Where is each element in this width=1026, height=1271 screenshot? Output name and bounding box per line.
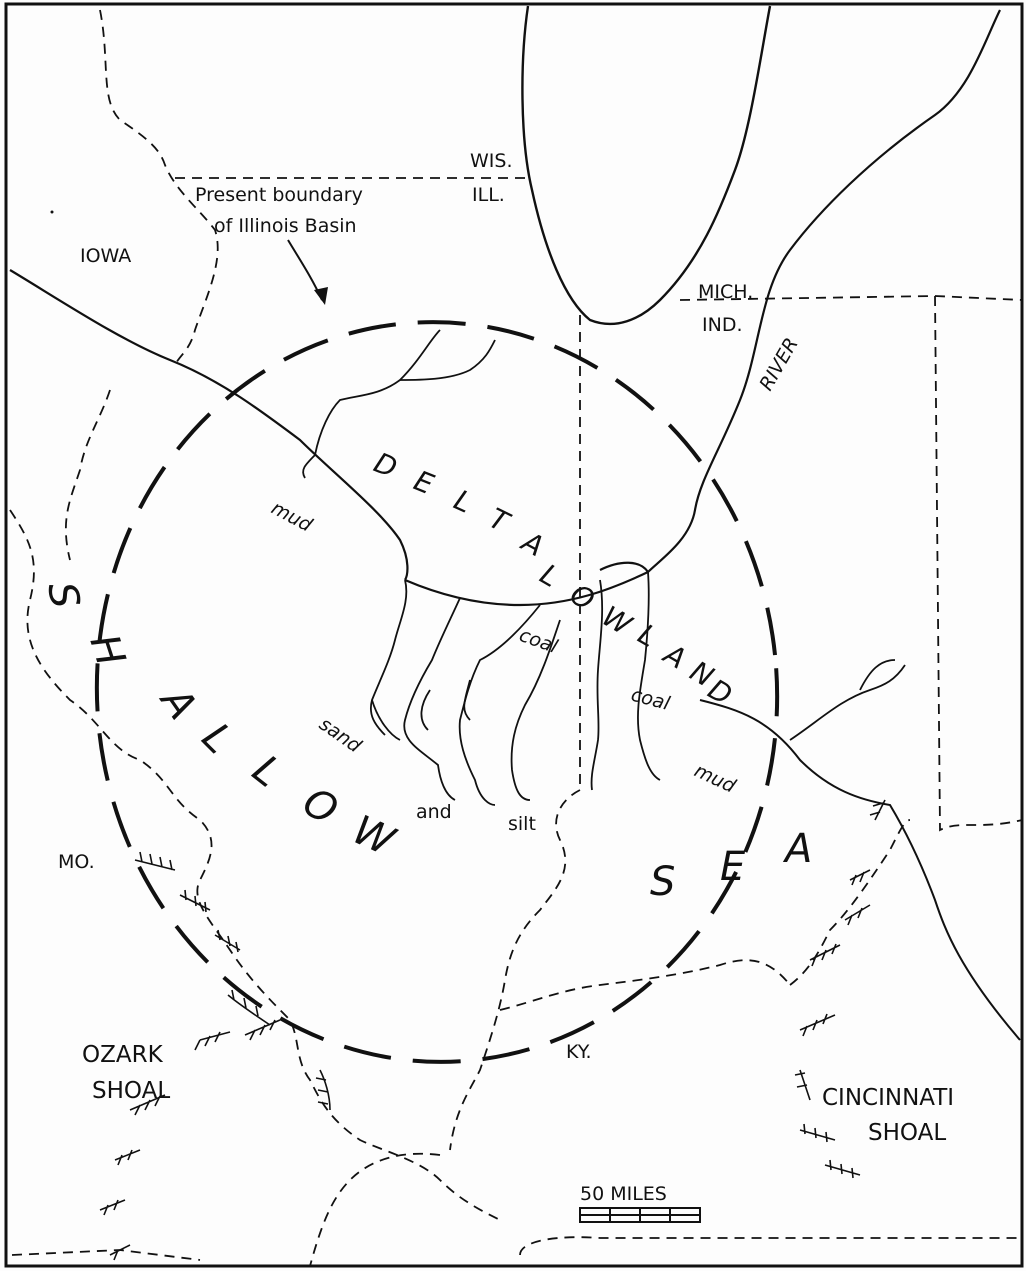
distributary-3 [458,604,541,806]
label-ozark-2: SHOAL [92,1078,170,1104]
map-border [4,2,1024,1268]
delta-letter-l: L [449,483,477,519]
lowland-letter-5: A [657,636,692,675]
sea-letter-e: E [720,844,746,890]
delta-branch-north-3 [302,454,316,479]
delta-letter-a: A [515,524,549,563]
wabash-river [647,9,1001,573]
lowland-letter-4: L [633,617,663,653]
sea-letter-a: A [782,826,812,872]
label-cincinnati-2: SHOAL [868,1120,946,1146]
map-speck [50,210,54,214]
label-ky: KY. [566,1041,592,1063]
label-sand: sand [315,713,366,758]
mississippi-river [9,269,409,581]
basin-label-line2: of Illinois Basin [214,215,357,237]
lowland-letter-1: L [535,557,565,593]
label-mich: MICH. [698,281,753,303]
shallow-letter-6: O [295,779,345,835]
shallow-letter-1: S [38,579,88,612]
label-ill: ILL. [472,184,505,206]
boundary-arrowhead [314,287,328,305]
scale-bar [579,1207,701,1223]
illinois-basin-boundary [94,320,780,1064]
ozark-shoal-hachures [99,851,331,1261]
sea-letter-s: S [650,859,675,905]
delta-branch-north-2 [399,339,496,381]
label-iowa: IOWA [80,245,131,267]
ohio-river [699,699,1021,1041]
shallow-letter-2: H [80,629,133,672]
delta-letter-d: D [369,446,401,485]
cincinnati-shoal-hachures [794,799,886,1179]
distributary-1 [370,579,408,736]
eastern-tributary-2 [859,659,896,691]
label-wis: WIS. [470,150,513,172]
delta-branch-north [314,329,441,456]
label-coal-upper: coal [516,624,561,658]
label-silt: silt [508,813,536,835]
lowland-letter-2: O [565,577,601,617]
delta-lobe-outline [371,679,471,741]
delta-letter-e: E [409,464,438,501]
east-river-bank [599,561,649,573]
lake-michigan-shoreline [521,5,772,326]
distributary-4 [510,619,561,801]
label-and: and [416,801,452,823]
basin-label-line1: Present boundary [195,184,363,206]
label-cincinnati-1: CINCINNATI [822,1085,954,1111]
shallow-letter-3: A [150,677,205,728]
distributary-2 [403,597,461,801]
label-coal-lower: coal [629,684,673,716]
label-ozark-1: OZARK [82,1042,164,1068]
eastern-tributary [789,664,906,741]
label-mud-east: mud [691,760,740,798]
delta-front-north [404,571,649,607]
label-mud-west: mud [268,497,317,537]
shallow-letter-5: L [244,747,290,797]
shallow-letter-7: W [346,807,402,866]
distributary-6 [637,571,661,781]
scale-label: 50 MILES [580,1183,667,1205]
delta-letter-t: T [484,502,516,540]
label-ind: IND. [702,314,743,336]
shallow-letter-4: L [193,715,241,763]
distributary-5 [590,579,604,791]
label-river: RIVER [755,334,803,394]
label-mo: MO. [58,851,95,873]
